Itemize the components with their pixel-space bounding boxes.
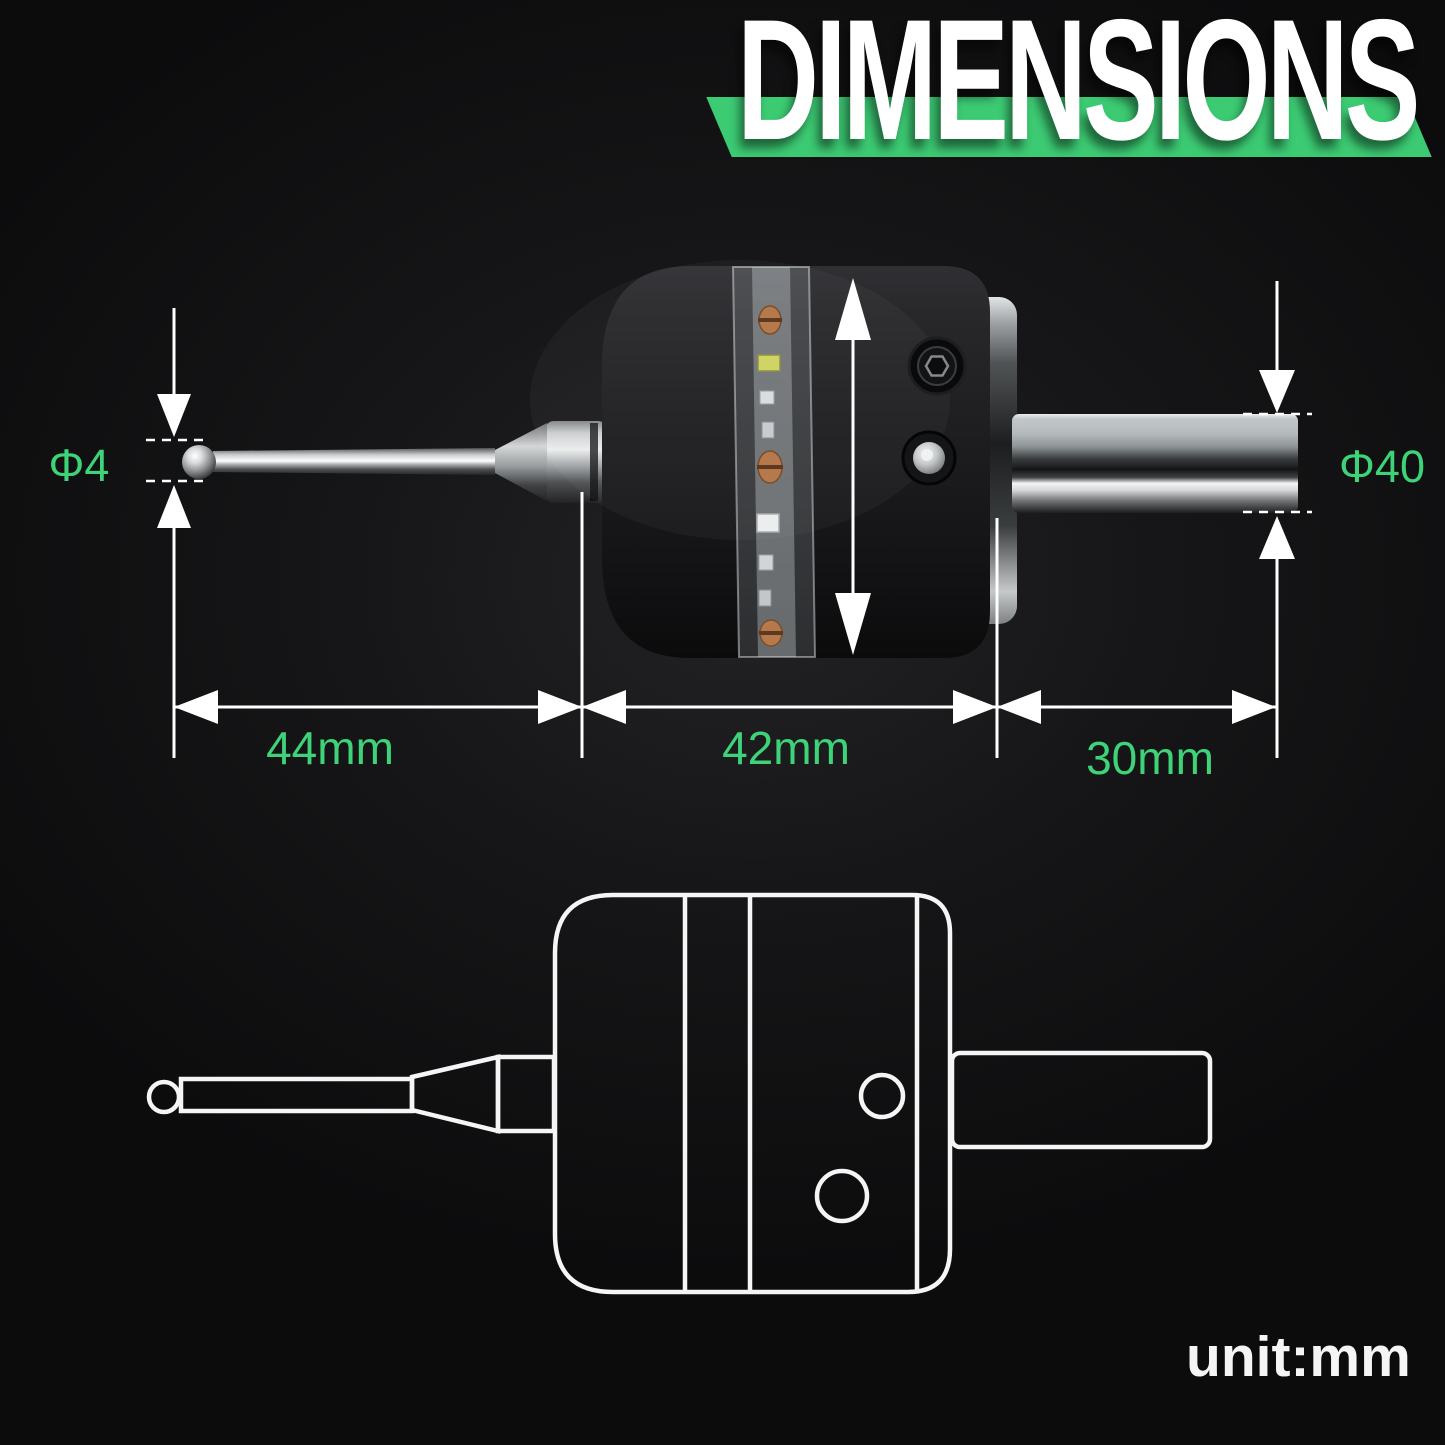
led-window (731, 266, 817, 658)
dim-length-chain (174, 492, 1276, 758)
dim-ball-diameter (146, 308, 203, 758)
drawing-screw-hole (858, 1072, 906, 1120)
probe-photo (182, 266, 1298, 658)
shank (1012, 414, 1298, 513)
drawing-shank (949, 1050, 1213, 1150)
led-chip (756, 513, 780, 533)
led-chip (757, 354, 781, 372)
label-shank-length: 30mm (1086, 732, 1214, 784)
drawing-ball (146, 1079, 182, 1115)
label-body-length: 42mm (722, 722, 850, 774)
stylus-cone (495, 423, 547, 501)
probe-body (602, 266, 990, 658)
drawing-screw-hole (814, 1168, 870, 1224)
collar-ring (590, 423, 598, 501)
unit-note: unit:mm (1186, 1325, 1411, 1389)
page-title: DIMENSIONS (737, 0, 1420, 176)
stylus-ball (182, 445, 216, 479)
dim-shank-diameter (1243, 281, 1312, 758)
label-shank-diameter: Φ40 (1339, 441, 1425, 492)
drawing-body (552, 892, 953, 1295)
probe-line-drawing (146, 892, 1213, 1295)
chrome-screw (901, 430, 957, 486)
label-ball-diameter: Φ4 (48, 440, 110, 491)
drawing-stub (495, 1054, 557, 1134)
drawing-rod (178, 1076, 415, 1114)
stylus-rod (213, 448, 495, 475)
drawing-cone (409, 1054, 501, 1134)
dim-body-height-arrow (835, 278, 871, 655)
dimension-annotations (146, 278, 1312, 758)
label-stylus-length: 44mm (266, 722, 394, 774)
hex-socket-screw (907, 336, 967, 396)
